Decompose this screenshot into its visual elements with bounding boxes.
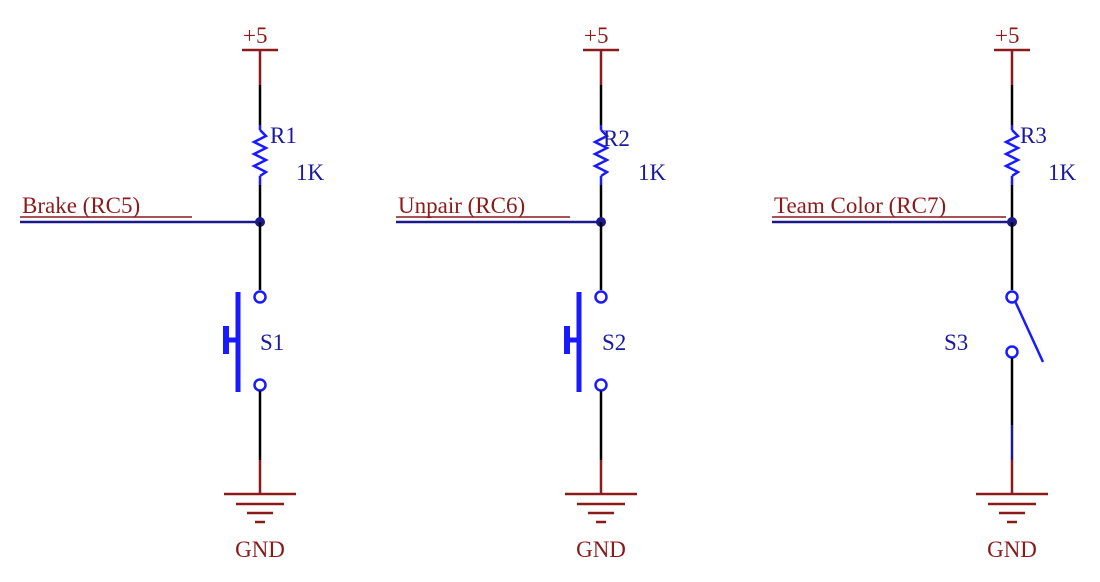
net-label-2: Unpair (RC6) [398,193,525,218]
switch-ref-2: S2 [602,330,626,355]
power-port-3: +5 [994,23,1030,85]
toggle-switch-3[interactable] [1005,290,1045,363]
ground-label-2: GND [576,537,626,562]
ground-symbol-3 [976,460,1048,524]
resistor-value-1: 1K [296,160,325,185]
switch-ref-3: S3 [944,330,968,355]
ground-label-3: GND [987,537,1037,562]
pushbutton-switch-1[interactable] [223,290,267,393]
net-label-1: Brake (RC5) [22,193,140,218]
circuit-3: +5 R3 1K Team Color (RC7) S3 GND [772,23,1077,562]
supply-label-3: +5 [995,23,1019,48]
resistor-value-2: 1K [638,160,667,185]
ground-symbol-2 [565,460,637,524]
power-port-1: +5 [242,23,278,85]
resistor-ref-1: R1 [270,123,297,148]
resistor-2[interactable] [592,129,610,178]
supply-label-1: +5 [243,23,267,48]
supply-label-2: +5 [584,23,608,48]
pushbutton-switch-2[interactable] [564,290,608,393]
resistor-value-3: 1K [1048,160,1077,185]
circuit-1: +5 R1 1K Brake (RC5) S1 [20,23,325,562]
ground-label-1: GND [235,537,285,562]
circuit-2: +5 R2 1K Unpair (RC6) S2 GND [396,23,667,562]
resistor-3[interactable] [1003,129,1021,178]
ground-symbol-1 [224,460,296,524]
switch-ref-1: S1 [260,330,284,355]
resistor-ref-2: R2 [603,126,630,151]
power-port-2: +5 [583,23,619,85]
resistor-ref-3: R3 [1020,123,1047,148]
net-label-3: Team Color (RC7) [774,193,946,218]
resistor-1[interactable] [251,129,269,178]
